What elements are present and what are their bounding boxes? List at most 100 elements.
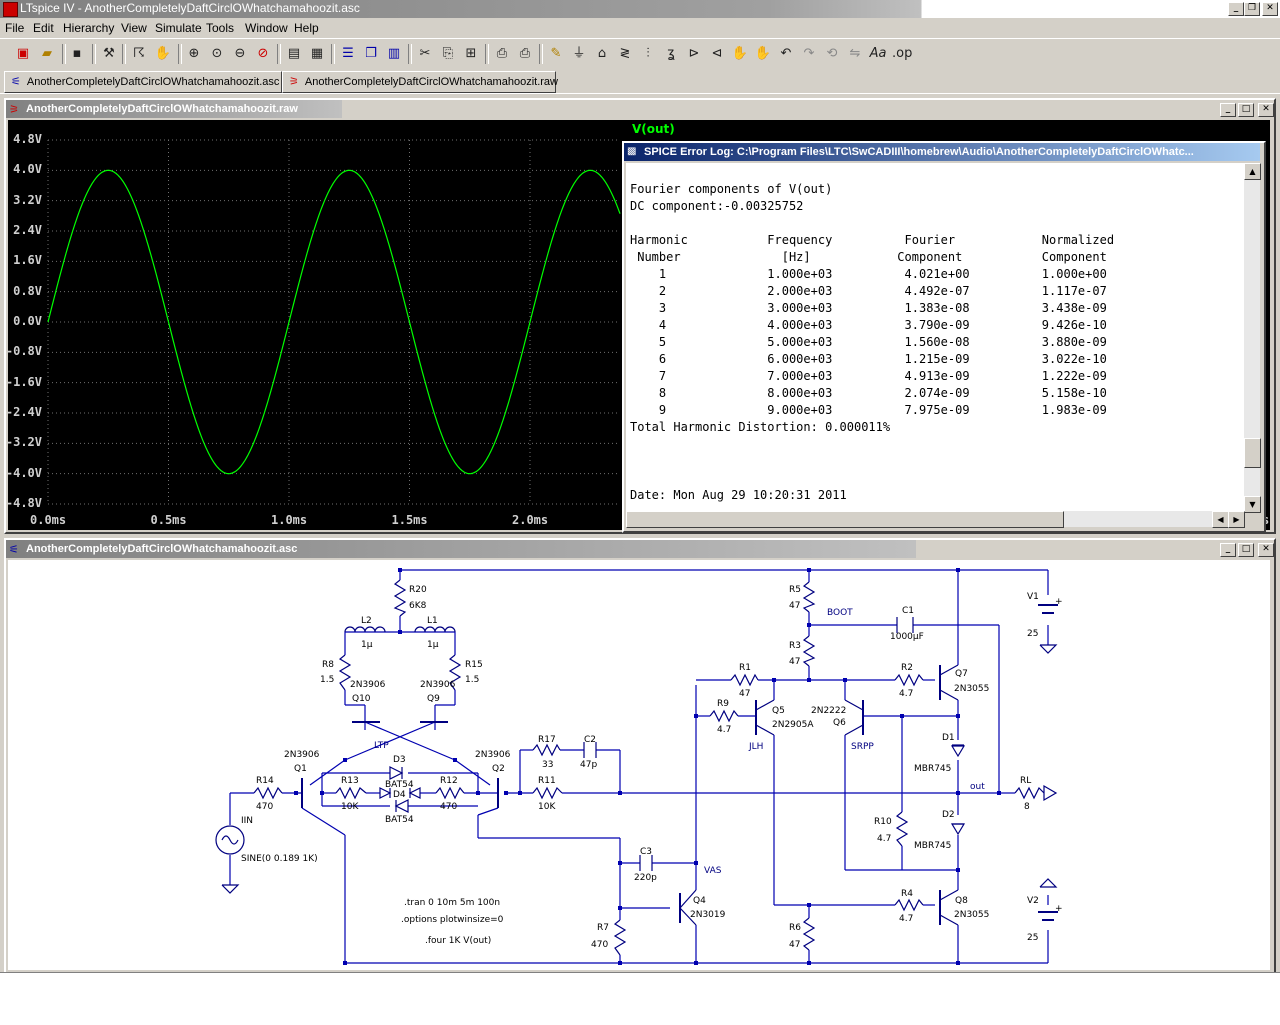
value-q10[interactable]: 2N3906 xyxy=(350,680,386,690)
value-c3[interactable]: 220p xyxy=(634,873,657,883)
value-r2[interactable]: 4.7 xyxy=(899,689,914,699)
maximize-button[interactable]: ❐ xyxy=(1244,2,1260,16)
ref-r3[interactable]: R3 xyxy=(789,641,801,651)
halt-icon[interactable]: ✋ xyxy=(154,46,172,61)
scroll-left-arrow-icon[interactable]: ◀ xyxy=(1212,511,1229,528)
waveform-minimize-button[interactable]: _ xyxy=(1220,103,1236,117)
value-q5[interactable]: 2N2905A xyxy=(772,720,814,730)
menu-view[interactable]: View xyxy=(121,21,147,35)
drag-icon[interactable]: ✋ xyxy=(754,46,772,61)
value-q1[interactable]: 2N3906 xyxy=(284,750,320,760)
cut-icon[interactable]: ✂ xyxy=(419,46,431,61)
label-net-icon[interactable]: ⌂ xyxy=(597,46,607,61)
value-l1[interactable]: 1µ xyxy=(427,640,439,650)
net-label-srpp[interactable]: SRPP xyxy=(851,742,874,752)
ref-v2[interactable]: V2 xyxy=(1027,896,1039,906)
diode-icon[interactable]: ⊳ xyxy=(688,46,700,61)
ground-icon[interactable]: ⏚ xyxy=(572,46,586,61)
value-q4[interactable]: 2N3019 xyxy=(690,910,726,920)
ref-q9[interactable]: Q9 xyxy=(427,694,440,704)
tile-horizontal-icon[interactable]: ☰ xyxy=(342,46,354,61)
print-icon[interactable]: ⎙ xyxy=(519,46,531,61)
run-icon[interactable]: ☈ xyxy=(133,46,145,61)
grid-icon[interactable]: ▦ xyxy=(310,46,324,61)
scroll-down-arrow-icon[interactable]: ▼ xyxy=(1244,496,1261,513)
value-r20[interactable]: 6K8 xyxy=(409,601,427,611)
ref-rl[interactable]: RL xyxy=(1020,776,1032,786)
error-log-vscroll[interactable]: ▲ ▼ xyxy=(1244,163,1261,513)
save-icon[interactable]: ▪ xyxy=(72,46,82,61)
ref-r6[interactable]: R6 xyxy=(789,923,801,933)
control-panel-icon[interactable]: ⚒ xyxy=(103,46,115,61)
undo-icon[interactable]: ↶ xyxy=(780,46,792,61)
capacitor-icon[interactable]: ⫶ xyxy=(646,46,650,61)
value-r13[interactable]: 10K xyxy=(341,802,359,812)
ref-r12[interactable]: R12 xyxy=(440,776,458,786)
zoom-in-icon[interactable]: ⊕ xyxy=(188,46,200,61)
menu-edit[interactable]: Edit xyxy=(33,21,54,35)
rotate-icon[interactable]: ⟲ xyxy=(826,46,838,61)
autorange-icon[interactable]: ▤ xyxy=(287,46,301,61)
scroll-right-arrow-icon[interactable]: ▶ xyxy=(1228,511,1245,528)
ref-q7[interactable]: Q7 xyxy=(955,669,968,679)
tab-waveform[interactable]: ⚞AnotherCompletelyDaftCirclOWhatchamahoo… xyxy=(282,71,558,93)
menu-hierarchy[interactable]: Hierarchy xyxy=(63,21,115,35)
pan-icon[interactable]: ⊙ xyxy=(211,46,223,61)
spice-directive[interactable]: .options plotwinsize=0 xyxy=(401,915,504,925)
zoom-fit-icon[interactable]: ⊘ xyxy=(257,46,269,61)
ref-r13[interactable]: R13 xyxy=(341,776,359,786)
ltspice-app-icon[interactable] xyxy=(3,2,18,17)
value-q9[interactable]: 2N3906 xyxy=(420,680,456,690)
value-q2[interactable]: 2N3906 xyxy=(475,750,511,760)
resistor-icon[interactable]: ≷ xyxy=(619,46,631,61)
redo-icon[interactable]: ↷ xyxy=(803,46,815,61)
trace-label[interactable]: V(out) xyxy=(632,122,675,136)
spice-directive[interactable]: .four 1K V(out) xyxy=(425,936,492,946)
menu-window[interactable]: Window xyxy=(245,21,288,35)
move-icon[interactable]: ✋ xyxy=(731,46,749,61)
cascade-icon[interactable]: ❐ xyxy=(365,46,377,61)
ref-d4[interactable]: D4 xyxy=(393,790,406,800)
value-r6[interactable]: 47 xyxy=(789,940,801,950)
scroll-up-arrow-icon[interactable]: ▲ xyxy=(1244,163,1261,180)
ref-l2[interactable]: L2 xyxy=(361,616,372,626)
value-r17[interactable]: 33 xyxy=(542,760,554,770)
inductor-icon[interactable]: ʓ xyxy=(667,46,675,61)
value-d4[interactable]: BAT54 xyxy=(385,815,414,825)
value-r5[interactable]: 47 xyxy=(789,601,801,611)
waveform-maximize-button[interactable]: □ xyxy=(1238,103,1254,117)
print-preview-icon[interactable]: ⎙ xyxy=(496,46,508,61)
find-icon[interactable]: ⊞ xyxy=(465,46,477,61)
value-r4[interactable]: 4.7 xyxy=(899,914,914,924)
value-r15[interactable]: 1.5 xyxy=(465,675,480,685)
value-r3[interactable]: 47 xyxy=(789,657,801,667)
spice-directive[interactable]: .tran 0 10m 5m 100n xyxy=(404,898,501,908)
copy-icon[interactable]: ⎘ xyxy=(442,46,454,61)
error-log-text[interactable]: Fourier components of V(out)DC component… xyxy=(626,163,1244,513)
ref-r7[interactable]: R7 xyxy=(597,923,609,933)
ref-r17[interactable]: R17 xyxy=(538,735,556,745)
net-label-vas[interactable]: VAS xyxy=(704,866,722,876)
value-q6[interactable]: 2N2222 xyxy=(811,706,847,716)
value-r12[interactable]: 470 xyxy=(440,802,458,812)
schematic-close-button[interactable]: ✕ xyxy=(1258,543,1274,557)
value-rl[interactable]: 8 xyxy=(1024,802,1030,812)
value-r1[interactable]: 47 xyxy=(739,689,751,699)
net-label-boot[interactable]: BOOT xyxy=(827,608,853,618)
zoom-out-icon[interactable]: ⊖ xyxy=(234,46,246,61)
ref-r1[interactable]: R1 xyxy=(739,663,751,673)
menu-help[interactable]: Help xyxy=(294,21,319,35)
open-icon[interactable]: ▰ xyxy=(42,46,52,61)
ref-r14[interactable]: R14 xyxy=(256,776,274,786)
ref-r5[interactable]: R5 xyxy=(789,585,801,595)
ref-r11[interactable]: R11 xyxy=(538,776,556,786)
net-label-out[interactable]: out xyxy=(970,782,985,792)
ref-c1[interactable]: C1 xyxy=(902,606,915,616)
menu-file[interactable]: File xyxy=(5,21,25,35)
net-label-ltp[interactable]: LTP xyxy=(374,741,389,751)
trace-vout[interactable] xyxy=(47,169,621,475)
value-d2[interactable]: MBR745 xyxy=(914,841,952,851)
ref-d1[interactable]: D1 xyxy=(942,733,955,743)
mirror-icon[interactable]: ⇋ xyxy=(849,46,861,61)
ref-r20[interactable]: R20 xyxy=(409,585,427,595)
